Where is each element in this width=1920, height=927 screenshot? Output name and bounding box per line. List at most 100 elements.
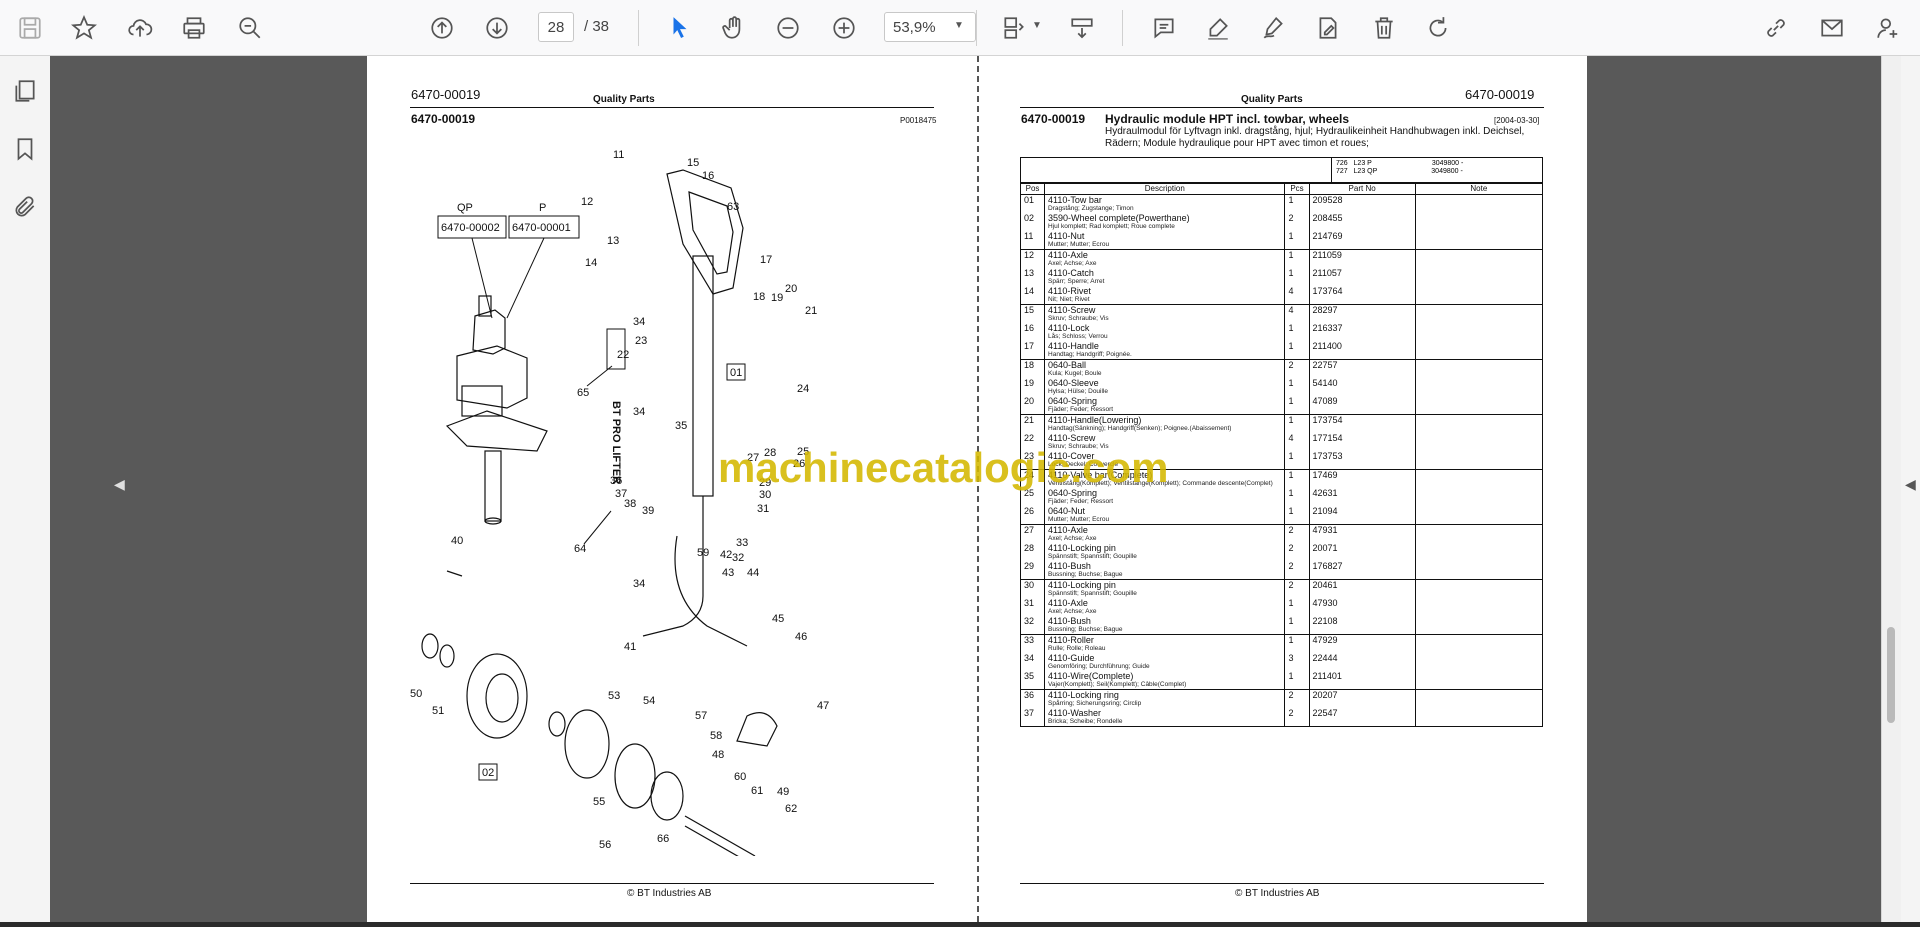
bookmark-star-icon[interactable]: [66, 10, 102, 46]
zoom-in-icon[interactable]: [826, 10, 862, 46]
row-note: [1414, 598, 1544, 616]
group-01-label: 01: [730, 367, 742, 379]
print-icon[interactable]: [176, 10, 212, 46]
exploded-parts-drawing: QP P 6470-00002 6470-00001: [410, 149, 829, 856]
select-cursor-icon[interactable]: [662, 10, 698, 46]
highlight-icon[interactable]: [1200, 10, 1236, 46]
sign-icon[interactable]: [1256, 10, 1292, 46]
row-pcs: 1: [1284, 194, 1310, 213]
email-icon[interactable]: [1814, 10, 1850, 46]
row-note: [1414, 414, 1544, 433]
page-layout-icon[interactable]: [996, 10, 1032, 46]
row-pcs: 1: [1284, 268, 1310, 286]
row-desc-sub: Vajer(Komplett); Seil(Komplett); Câble(C…: [1048, 681, 1187, 688]
row-desc-main: 0640-Spring: [1048, 488, 1098, 498]
p-label: P: [539, 202, 546, 214]
attachment-icon[interactable]: [12, 194, 38, 220]
row-desc-main: 4110-Valve bar(Complete): [1048, 470, 1153, 480]
edit-text-icon[interactable]: [1310, 10, 1346, 46]
row-desc-sub: Lock; Deckel; Couvercle: [1048, 461, 1119, 468]
pages-thumbnail-icon[interactable]: [12, 78, 38, 104]
svg-text:34: 34: [633, 406, 645, 418]
hand-pan-icon[interactable]: [716, 10, 752, 46]
share-link-icon[interactable]: [1758, 10, 1794, 46]
row-pcs: 1: [1284, 323, 1310, 341]
add-user-icon[interactable]: [1870, 10, 1906, 46]
row-pcs: 1: [1284, 378, 1310, 396]
row-desc-sub: Ventilstång(Komplett); Ventilstange(Komp…: [1048, 480, 1273, 487]
prev-page-icon[interactable]: [424, 10, 460, 46]
row-desc-sub: Handtag; Handgriff; Poignée.: [1048, 351, 1132, 358]
scroll-mode-icon[interactable]: [1064, 10, 1100, 46]
row-pcs: 2: [1284, 543, 1310, 561]
collapse-left-icon[interactable]: ◀: [114, 476, 125, 492]
collapse-right-icon[interactable]: ◀: [1905, 476, 1916, 492]
svg-text:44: 44: [747, 567, 759, 579]
row-pos: 13: [1019, 268, 1046, 286]
vertical-scrollbar[interactable]: [1881, 56, 1902, 922]
svg-text:22: 22: [617, 349, 629, 361]
row-desc-main: 4110-Screw: [1048, 433, 1096, 443]
row-pcs: 1: [1284, 506, 1310, 525]
row-part-no: 214769: [1308, 231, 1416, 250]
svg-text:25: 25: [797, 446, 809, 458]
svg-text:21: 21: [805, 305, 817, 317]
row-pcs: 2: [1284, 561, 1310, 580]
row-pcs: 2: [1284, 359, 1310, 378]
row-pos: 33: [1019, 634, 1046, 653]
row-note: [1414, 634, 1544, 653]
svg-text:65: 65: [577, 387, 589, 399]
right-sidebar: ◀: [1901, 56, 1920, 922]
row-desc-main: 4110-Locking pin: [1048, 543, 1116, 553]
zoom-out-icon[interactable]: [770, 10, 806, 46]
row-note: [1414, 451, 1544, 470]
row-note: [1414, 561, 1544, 580]
row-pcs: 1: [1284, 598, 1310, 616]
row-pos: 32: [1019, 616, 1046, 635]
row-desc-sub: Hylsa; Hülse; Douille: [1048, 388, 1108, 395]
row-note: [1414, 524, 1544, 543]
row-description: 4110-Handle(Lowering)Handtag(Sänkning); …: [1044, 414, 1286, 433]
scrollbar-thumb[interactable]: [1887, 627, 1895, 723]
row-desc-main: 4110-Lock: [1048, 323, 1090, 333]
row-part-no: 211401: [1308, 671, 1416, 690]
row-desc-sub: Fjäder; Feder; Ressort: [1048, 406, 1114, 413]
row-note: [1414, 708, 1544, 727]
comment-icon[interactable]: [1146, 10, 1182, 46]
delete-icon[interactable]: [1366, 10, 1402, 46]
svg-text:48: 48: [712, 749, 724, 761]
page-number-input[interactable]: [538, 12, 574, 42]
row-part-no: 28297: [1308, 304, 1416, 323]
row-pcs: 4: [1284, 433, 1310, 451]
row-desc-main: 4110-Handle(Lowering): [1048, 415, 1142, 425]
svg-text:58: 58: [710, 730, 722, 742]
bookmark-icon[interactable]: [12, 136, 38, 162]
zoom-search-icon[interactable]: [232, 10, 268, 46]
layout-chevron-icon[interactable]: ▼: [1032, 20, 1042, 31]
row-desc-sub: Axel; Achse; Axe: [1048, 260, 1097, 267]
redo-icon[interactable]: [1420, 10, 1456, 46]
row-pos: 02: [1019, 213, 1046, 231]
svg-text:15: 15: [687, 157, 699, 169]
next-page-icon[interactable]: [479, 10, 515, 46]
upload-icon[interactable]: [122, 10, 158, 46]
document-canvas[interactable]: ◀ 6470-00019 Quality Parts 6470-00019 P0…: [50, 56, 1881, 922]
row-desc-sub: Axel; Achse; Axe: [1048, 608, 1097, 615]
chevron-down-icon[interactable]: ▼: [954, 20, 964, 31]
zoom-select[interactable]: 53,9%: [884, 12, 976, 42]
row-pcs: 1: [1284, 616, 1310, 635]
row-desc-sub: Lås; Schloss; Verrou: [1048, 333, 1108, 340]
save-icon[interactable]: [12, 10, 48, 46]
row-pos: 26: [1019, 506, 1046, 525]
svg-text:32: 32: [732, 552, 744, 564]
